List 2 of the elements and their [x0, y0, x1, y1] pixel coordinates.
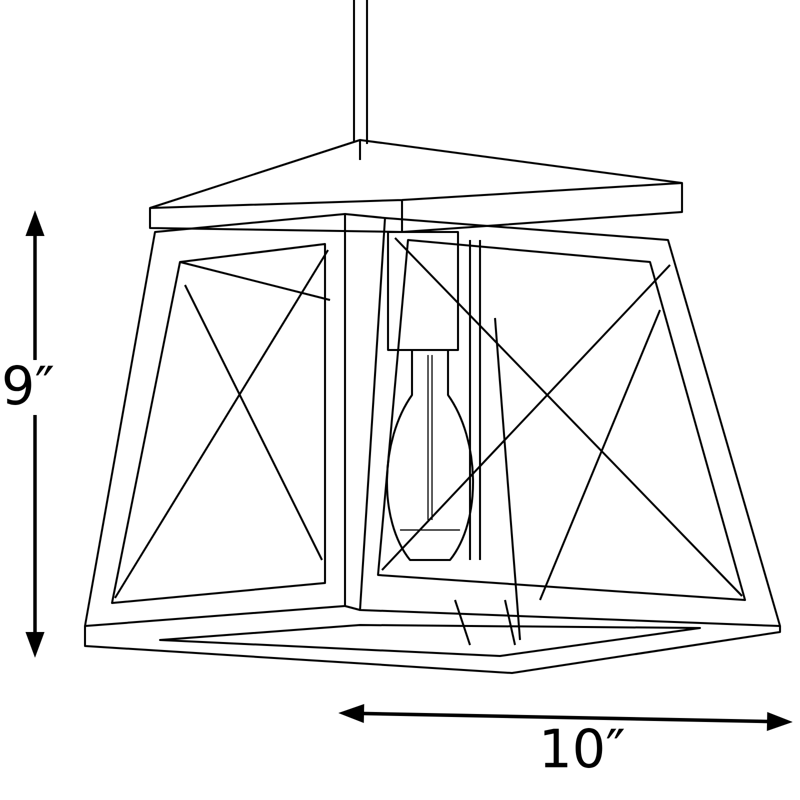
- dimension-label: 9″: [4, 365, 54, 405]
- dimension-label: 10″: [544, 728, 624, 768]
